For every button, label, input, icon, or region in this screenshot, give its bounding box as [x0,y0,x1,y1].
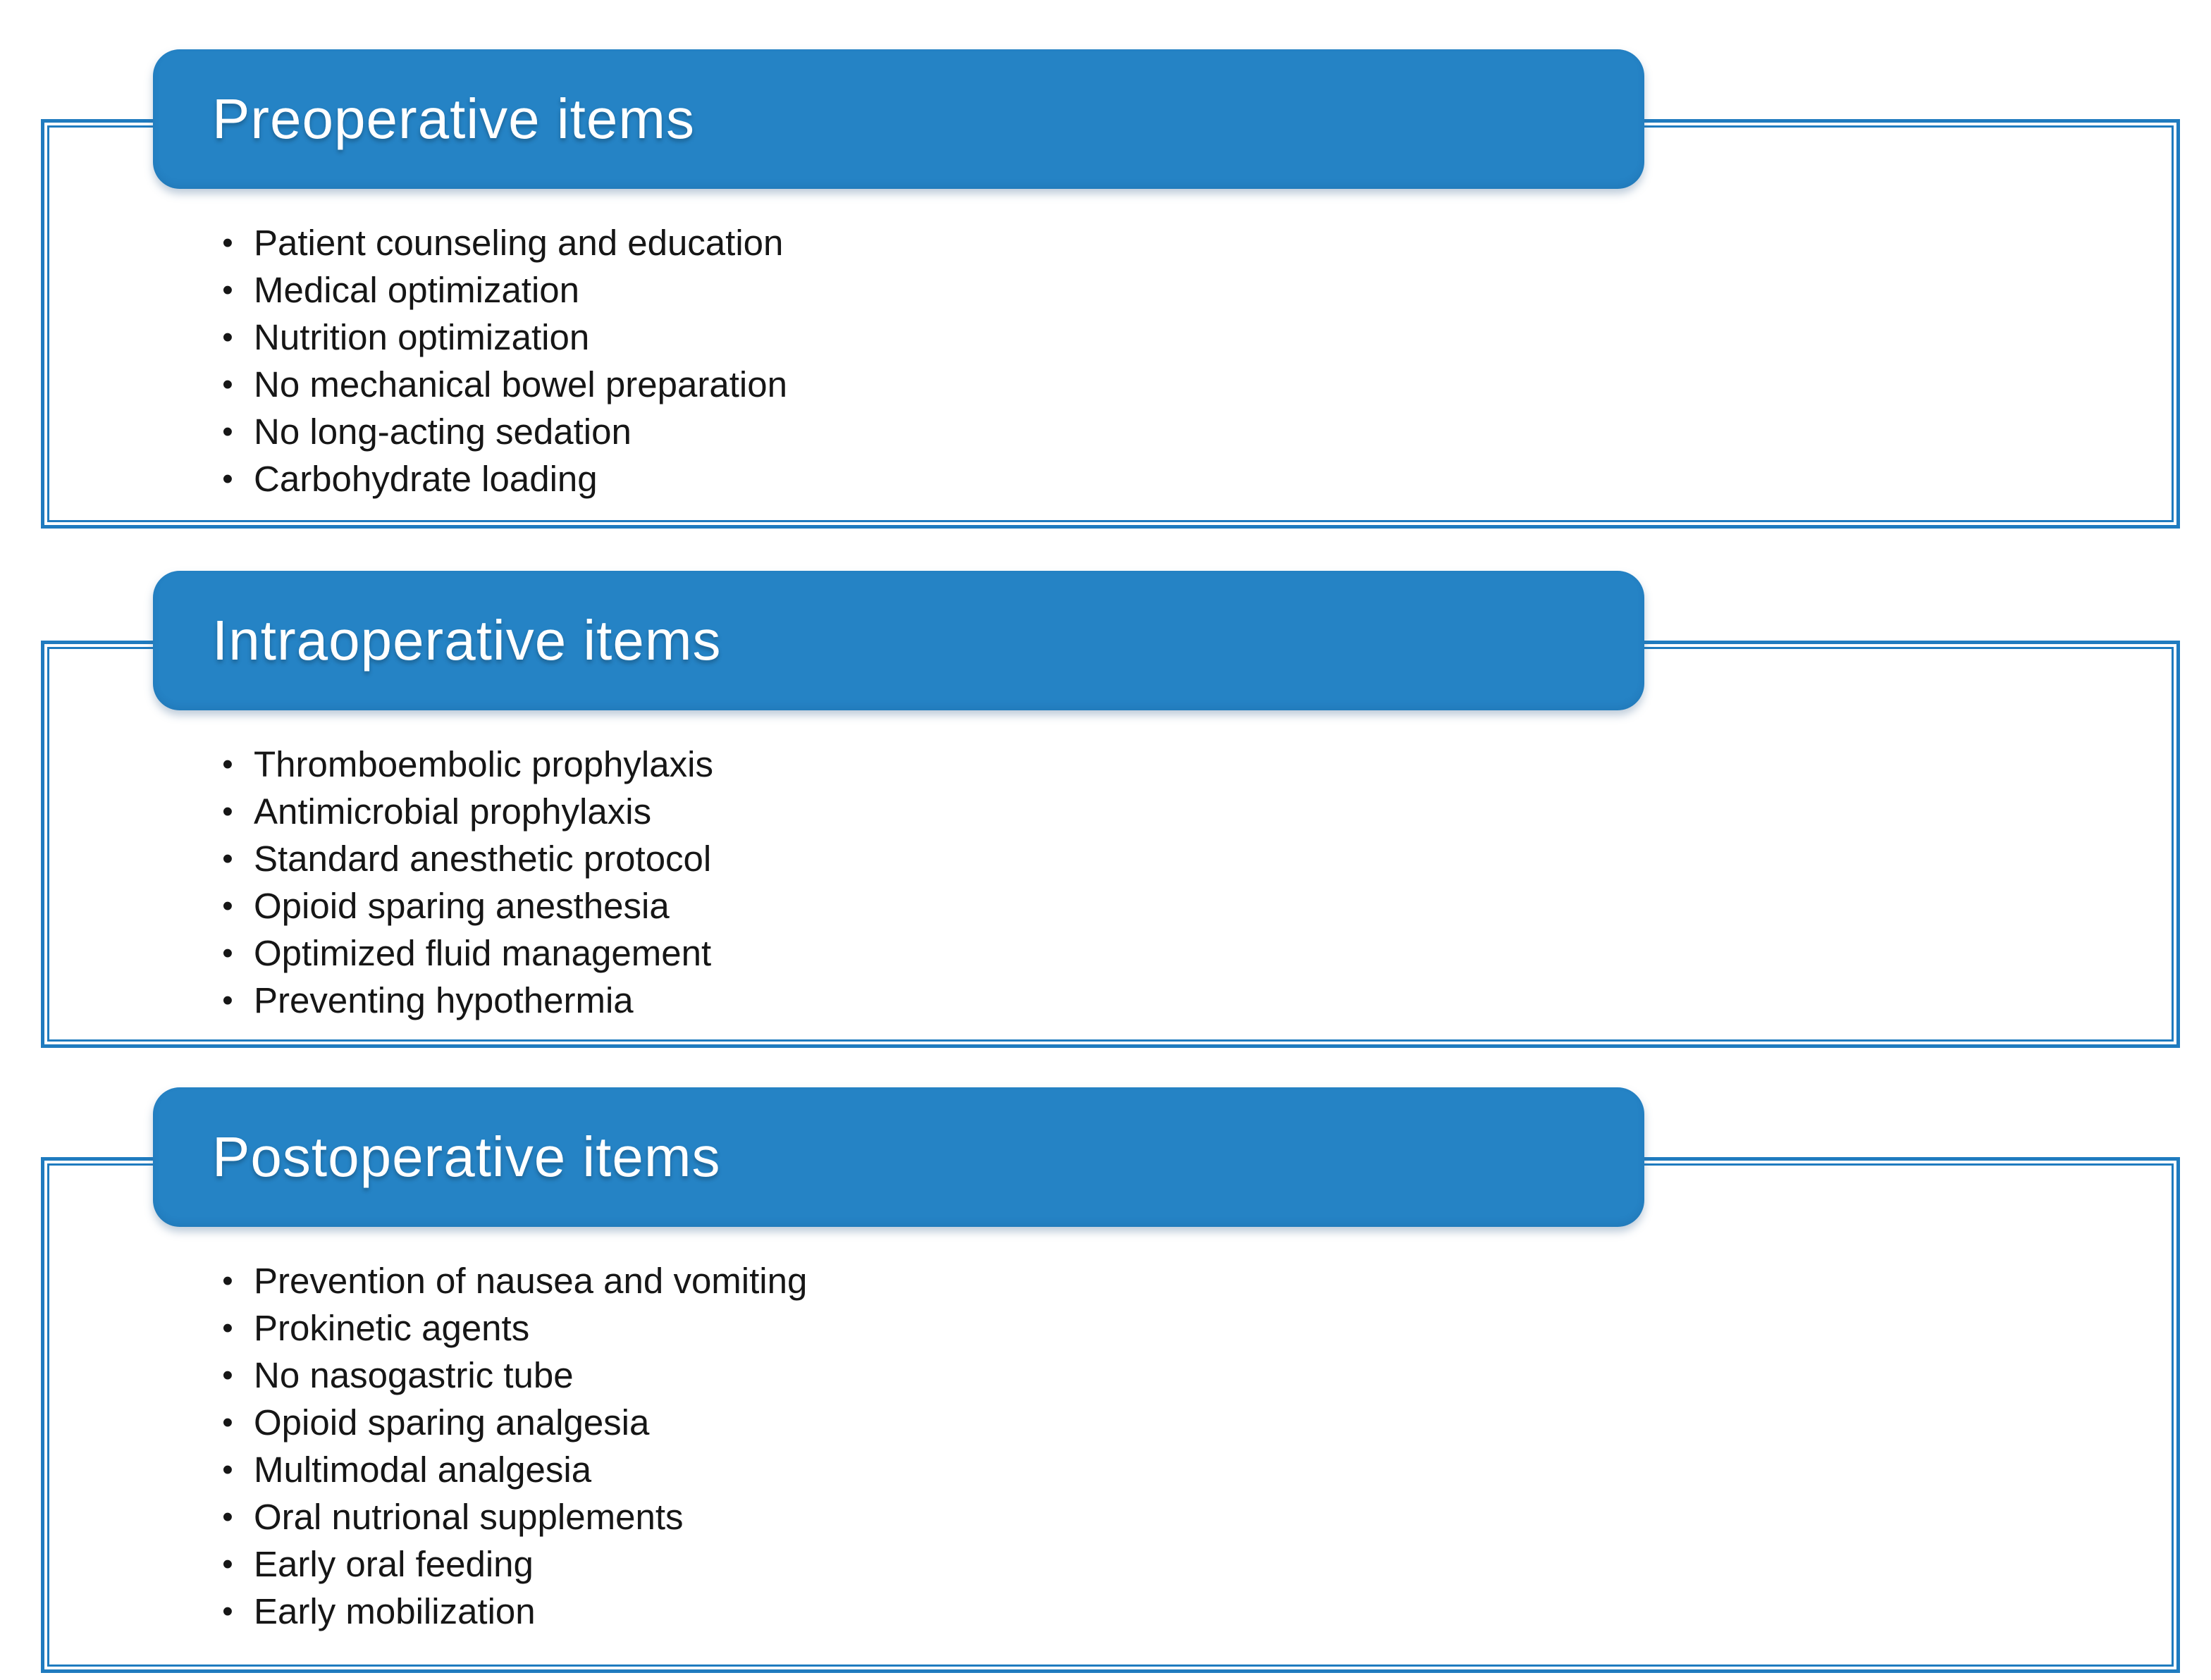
list-item-text: Multimodal analgesia [254,1450,592,1490]
list-item-text: Patient counseling and education [254,223,784,263]
list-item-text: No long-acting sedation [254,412,632,452]
list-item: • Patient counseling and education [210,219,2138,266]
list-item-text: Medical optimization [254,270,580,310]
list-item-text: No nasogastric tube [254,1355,574,1395]
list-item-text: Optimized fluid management [254,933,712,973]
bullet-icon: • [222,1547,233,1581]
bullet-icon: • [222,1264,233,1298]
bullet-icon: • [222,1500,233,1534]
list-item-text: Early oral feeding [254,1544,534,1584]
preoperative-title: Preoperative items [212,87,695,150]
list-item-text: Oral nutrional supplements [254,1497,684,1537]
list-item: • Thromboembolic prophylaxis [210,741,2138,788]
list-item: • No nasogastric tube [210,1352,2138,1399]
list-item-text: Prokinetic agents [254,1308,530,1348]
list-item: • Opioid sparing analgesia [210,1399,2138,1446]
list-item: • No long-acting sedation [210,408,2138,455]
list-item-text: Standard anesthetic protocol [254,839,712,879]
list-item: • Antimicrobial prophylaxis [210,788,2138,835]
bullet-icon: • [222,367,233,402]
bullet-icon: • [222,794,233,829]
intraoperative-title: Intraoperative items [212,609,722,672]
list-item-text: No mechanical bowel preparation [254,364,787,404]
list-item: • Medical optimization [210,266,2138,314]
list-item: • Preventing hypothermia [210,977,2138,1024]
bullet-icon: • [222,462,233,496]
preoperative-item-list: • Patient counseling and education • Medic… [210,219,2138,502]
list-item-text: Opioid sparing analgesia [254,1402,650,1443]
list-item: • Standard anesthetic protocol [210,835,2138,882]
list-item: • No mechanical bowel preparation [210,361,2138,408]
list-item-text: Early mobilization [254,1591,536,1631]
bullet-icon: • [222,320,233,354]
bullet-icon: • [222,983,233,1018]
bullet-icon: • [222,226,233,260]
intraoperative-header-bar: Intraoperative items [153,571,1644,710]
section-postoperative: Postoperative items • Prevention of nause… [41,1087,2180,1673]
bullet-icon: • [222,1311,233,1345]
list-item: • Nutrition optimization [210,314,2138,361]
bullet-icon: • [222,1594,233,1629]
postoperative-content-box [41,1157,2180,1673]
list-item: • Multimodal analgesia [210,1446,2138,1493]
postoperative-item-list: • Prevention of nausea and vomiting • Prok… [210,1257,2138,1635]
list-item: • Prevention of nausea and vomiting [210,1257,2138,1304]
list-item: • Prokinetic agents [210,1304,2138,1352]
intraoperative-item-list: • Thromboembolic prophylaxis • Antimicrobi… [210,741,2138,1024]
list-item-text: Preventing hypothermia [254,980,634,1020]
postoperative-title: Postoperative items [212,1125,721,1188]
list-item: • Early mobilization [210,1588,2138,1635]
bullet-icon: • [222,841,233,876]
bullet-icon: • [222,747,233,782]
list-item: • Opioid sparing anesthesia [210,882,2138,929]
list-item-text: Carbohydrate loading [254,459,598,499]
bullet-icon: • [222,1358,233,1392]
preoperative-header-bar: Preoperative items [153,49,1644,189]
list-item-text: Opioid sparing anesthesia [254,886,670,926]
list-item-text: Thromboembolic prophylaxis [254,744,713,784]
section-intraoperative: Intraoperative items • Thromboembolic pro… [41,571,2180,1048]
bullet-icon: • [222,936,233,970]
bullet-icon: • [222,1452,233,1487]
list-item-text: Antimicrobial prophylaxis [254,791,652,832]
bullet-icon: • [222,273,233,307]
list-item: • Early oral feeding [210,1540,2138,1588]
list-item: • Optimized fluid management [210,929,2138,977]
section-preoperative: Preoperative items • Patient counseling a… [41,49,2180,529]
list-item: • Oral nutrional supplements [210,1493,2138,1540]
list-item-text: Nutrition optimization [254,317,590,357]
list-item-text: Prevention of nausea and vomiting [254,1261,808,1301]
bullet-icon: • [222,1405,233,1440]
postoperative-header-bar: Postoperative items [153,1087,1644,1227]
list-item: • Carbohydrate loading [210,455,2138,502]
bullet-icon: • [222,889,233,923]
bullet-icon: • [222,414,233,449]
